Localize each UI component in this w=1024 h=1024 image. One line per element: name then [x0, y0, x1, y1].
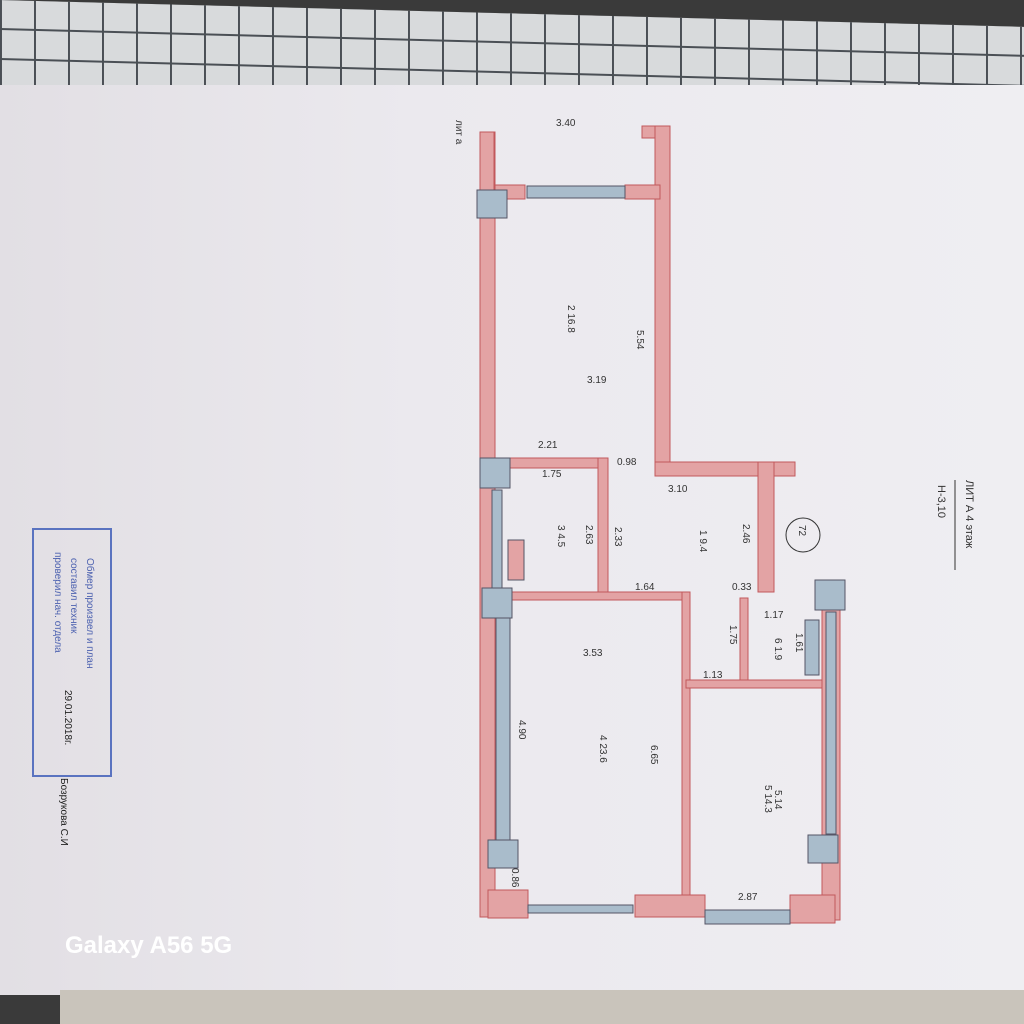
- plan-title: ЛИТ А 4 этаж: [963, 480, 975, 549]
- dimension: 2.21: [538, 440, 558, 451]
- room-2-label: 2 16.8: [565, 305, 576, 333]
- wall: [789, 894, 836, 924]
- column: [481, 587, 513, 619]
- room-area: 14.3: [762, 793, 773, 813]
- signer-name: Бозрукова С.И: [58, 778, 69, 846]
- wall: [634, 894, 706, 918]
- wall: [739, 597, 749, 685]
- dimension: 0.86: [509, 868, 520, 888]
- column: [479, 457, 511, 489]
- wall: [494, 591, 688, 601]
- dimension: 6.65: [648, 745, 659, 765]
- room-area: 23.6: [597, 743, 608, 763]
- dimension: 2.33: [612, 527, 623, 547]
- column: [814, 579, 846, 611]
- window: [704, 909, 791, 925]
- wall: [597, 457, 609, 599]
- room-5-label: 5 14.3: [762, 785, 773, 813]
- dimension: 3.19: [587, 375, 607, 386]
- column: [807, 834, 839, 864]
- window: [825, 611, 837, 835]
- window: [495, 617, 511, 841]
- dimension: 1.75: [542, 469, 562, 480]
- room-3-label: 3 4.5: [555, 525, 566, 548]
- room-area: 16.8: [565, 313, 576, 333]
- dimension: 1.13: [703, 670, 723, 681]
- dimension: 1.75: [727, 625, 738, 645]
- dimension: 3.53: [583, 648, 603, 659]
- dimension: 3.40: [556, 118, 576, 129]
- inspection-stamp: Обмер произвел и план составил техник пр…: [32, 528, 112, 777]
- dimension: 1.64: [635, 582, 655, 593]
- dimension: 5.54: [634, 330, 645, 350]
- dimension: 2.46: [740, 524, 751, 544]
- wall: [624, 184, 661, 200]
- dimension: 0.98: [617, 457, 637, 468]
- wall: [479, 131, 495, 193]
- tablecloth: [60, 990, 1024, 1024]
- camera-watermark: Galaxy A56 5G: [65, 932, 233, 959]
- wall: [654, 125, 671, 472]
- plan-subtitle: Н-3,10: [935, 485, 947, 519]
- dimension: 4.90: [516, 720, 527, 740]
- apartment-number-circle: [785, 517, 821, 553]
- dimension: 3.10: [668, 484, 688, 495]
- corner-label: лит а: [453, 120, 464, 145]
- room-1-label: 1 9.4: [697, 530, 708, 553]
- dimension: 5.14: [772, 790, 783, 810]
- room-area: 9.4: [697, 538, 708, 553]
- window: [804, 619, 820, 676]
- room-6-label: 6 1.9: [772, 638, 783, 661]
- dimension: 2.63: [583, 525, 594, 545]
- dimension: 2.87: [738, 892, 758, 903]
- wall: [685, 679, 827, 689]
- stove: [507, 539, 525, 581]
- room-area: 1.9: [772, 646, 783, 661]
- wall: [681, 591, 691, 918]
- column: [487, 839, 519, 869]
- wall: [757, 461, 775, 593]
- dimension: 1.61: [793, 633, 804, 653]
- dimension: 1.17: [764, 610, 784, 621]
- dimension: 0.33: [732, 582, 752, 593]
- room-4-label: 4 23.6: [597, 735, 608, 763]
- wall: [487, 889, 529, 919]
- column: [476, 189, 508, 219]
- window: [527, 904, 634, 914]
- room-area: 4.5: [555, 533, 566, 548]
- apartment-number: 72: [796, 525, 807, 537]
- wall: [494, 457, 608, 469]
- window: [491, 489, 503, 589]
- window: [526, 185, 626, 199]
